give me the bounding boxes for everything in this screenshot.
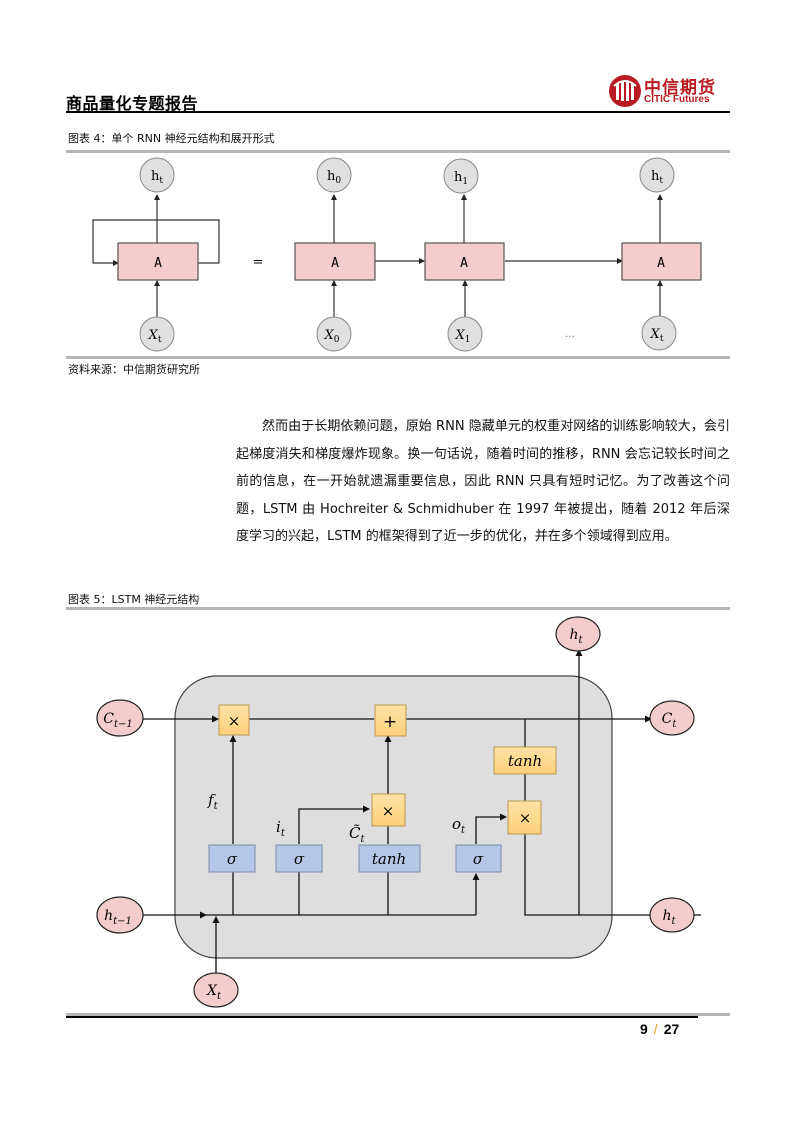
h-prev-node: ht−1 xyxy=(96,896,144,934)
output-node xyxy=(639,157,675,193)
add-op: + xyxy=(374,704,407,737)
svg-text:×: × xyxy=(228,712,241,730)
figure4-bottom-rule xyxy=(66,356,730,359)
figure4-source: 资料来源：中信期货研究所 xyxy=(68,363,200,376)
input-gate-line xyxy=(298,805,370,844)
svg-text:Ct−1: Ct−1 xyxy=(103,711,132,730)
svg-text:σ: σ xyxy=(294,850,305,868)
ct-node: Ct xyxy=(649,700,695,736)
input-node-label: X0 xyxy=(324,328,340,345)
cell-tanh-op: tanh xyxy=(493,746,557,775)
body-paragraph: 然而由于长期依赖问题，原始 RNN 隐藏单元的权重对网络的训练影响较大，会引起梯… xyxy=(236,413,730,551)
recurrent-loop-arrow xyxy=(92,219,220,266)
input-gate-label: it xyxy=(276,818,286,839)
figure5-top-rule xyxy=(66,607,730,610)
rnn-diagram: A ht Xt = A h0 X0 A h1 X1 … A ht xyxy=(92,157,702,352)
input-node xyxy=(447,316,483,352)
svg-text:σ: σ xyxy=(227,850,238,868)
output-gate-sigma: σ xyxy=(455,844,502,873)
citic-logo: 中信期货 CITIC Futures xyxy=(608,73,732,109)
figure4-caption: 图表 4：单个 RNN 神经元结构和展开形式 xyxy=(68,132,275,145)
ht-top-node: ht xyxy=(555,616,601,652)
svg-text:tanh: tanh xyxy=(372,850,406,868)
input-node xyxy=(139,316,175,352)
rnn-step-t: A ht Xt xyxy=(621,157,702,351)
cell-label: A xyxy=(154,256,162,271)
input-multiply-op: × xyxy=(371,793,406,827)
report-title: 商品量化专题报告 xyxy=(66,94,199,113)
svg-text:tanh: tanh xyxy=(508,752,542,770)
c-prev-node: Ct−1 xyxy=(96,699,144,737)
output-node-label: h0 xyxy=(327,169,341,186)
output-multiply-op: × xyxy=(507,800,542,835)
svg-text:×: × xyxy=(519,809,532,827)
svg-text:Ct: Ct xyxy=(662,711,678,730)
page-current: 9 xyxy=(640,1021,648,1037)
input-node-label: X1 xyxy=(455,328,471,345)
footer-rule-grey xyxy=(66,1013,730,1016)
logo-en-name: CITIC Futures xyxy=(644,94,710,105)
input-node xyxy=(316,316,352,352)
xt-node: Xt xyxy=(193,972,239,1008)
forget-gate-label: ft xyxy=(207,791,219,812)
svg-text:+: + xyxy=(383,712,397,732)
input-gate-sigma: σ xyxy=(275,844,323,873)
header-rule xyxy=(66,111,730,113)
rnn-step-1: A h1 X1 xyxy=(424,158,505,352)
ellipsis: … xyxy=(565,329,575,340)
equals-sign: = xyxy=(253,255,264,270)
svg-text:×: × xyxy=(382,802,395,820)
page-number: 9 / 27 xyxy=(640,1021,679,1037)
forget-multiply-op: × xyxy=(218,704,250,736)
output-node-label: ht xyxy=(151,169,163,186)
svg-text:σ: σ xyxy=(473,850,484,868)
output-node-label: h1 xyxy=(454,170,468,187)
svg-text:ht: ht xyxy=(569,627,583,646)
footer-rule-black xyxy=(66,1016,698,1018)
citic-logo-icon xyxy=(609,75,641,107)
input-node-label: Xt xyxy=(650,327,664,344)
input-node-label: Xt xyxy=(148,328,162,345)
output-gate-line xyxy=(475,813,507,844)
ht-out-line xyxy=(524,834,701,916)
lstm-diagram: × + × tanh × σ ft σ it tanh C̃t σ ot Ct−… xyxy=(96,616,701,1008)
rnn-folded-cell: A ht Xt xyxy=(92,157,220,352)
logo-cn-name: 中信期货 xyxy=(644,78,716,98)
forget-gate-sigma: σ xyxy=(208,844,256,873)
svg-text:Xt: Xt xyxy=(206,983,222,1002)
output-node xyxy=(316,157,352,193)
candidate-tanh: tanh xyxy=(358,844,421,873)
input-node xyxy=(641,315,677,351)
figure4-top-rule xyxy=(66,150,730,153)
output-node-label: ht xyxy=(651,169,663,186)
ht-right-node: ht xyxy=(649,897,695,933)
output-gate-label: ot xyxy=(452,815,466,836)
output-node xyxy=(443,158,479,194)
svg-text:ht: ht xyxy=(662,908,676,927)
page-separator: / xyxy=(653,1021,658,1037)
rnn-step-0: A h0 X0 xyxy=(294,157,376,352)
output-node xyxy=(139,157,175,193)
paragraph-text: 然而由于长期依赖问题，原始 RNN 隐藏单元的权重对网络的训练影响较大，会引起梯… xyxy=(236,419,730,544)
svg-text:ht−1: ht−1 xyxy=(104,908,132,927)
candidate-label: C̃t xyxy=(349,824,365,845)
figure5-caption: 图表 5：LSTM 神经元结构 xyxy=(68,593,200,606)
cell-label: A xyxy=(657,256,665,271)
cell-box xyxy=(117,242,199,281)
page-total: 27 xyxy=(663,1021,680,1037)
cell-label: A xyxy=(331,256,339,271)
cell-label: A xyxy=(460,256,468,271)
